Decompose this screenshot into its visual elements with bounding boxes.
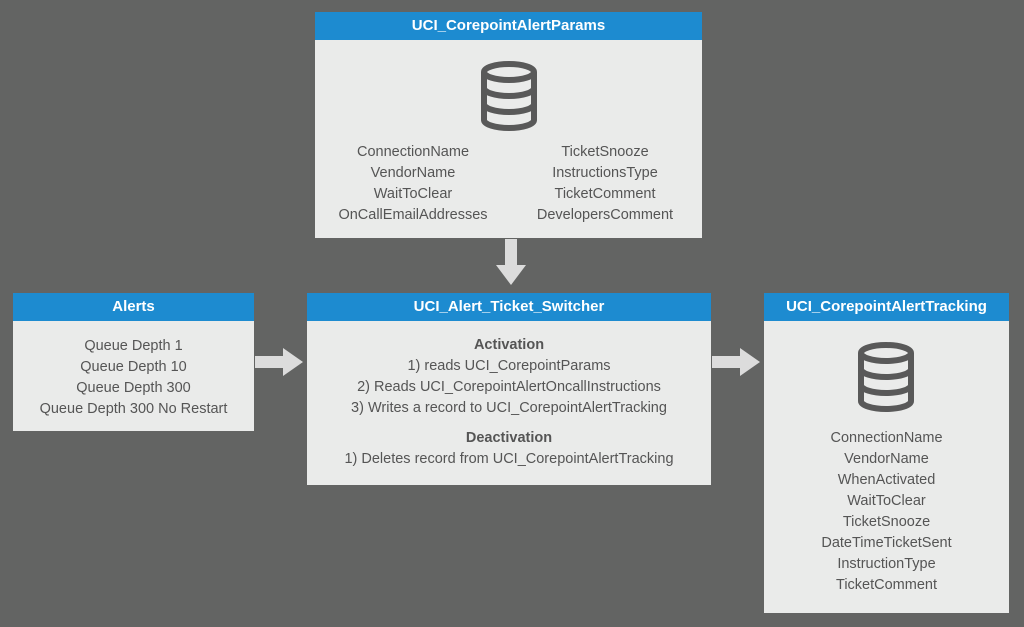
activation-step: 3) Writes a record to UCI_CorepointAlert… [351, 400, 667, 416]
activation-step: 2) Reads UCI_CorepointAlertOncallInstruc… [357, 379, 661, 395]
tracking-box-title: UCI_CorepointAlertTracking [764, 293, 1009, 321]
activation-heading: Activation [473, 337, 545, 353]
field-item: TicketSnooze [561, 144, 649, 160]
field-item: TicketSnooze [842, 514, 931, 530]
field-item: DevelopersComment [536, 207, 674, 223]
list-item: Queue Depth 1 [84, 338, 183, 354]
field-item: TicketComment [836, 577, 937, 593]
list-item: Queue Depth 300 [76, 380, 191, 396]
params-left-fields: ConnectionName VendorName WaitToClear On… [315, 142, 511, 226]
alerts-box-title: Alerts [13, 293, 254, 321]
field-item: ConnectionName [356, 144, 470, 160]
field-item: WhenActivated [837, 472, 936, 488]
params-box: UCI_CorepointAlertParams ConnectionName … [315, 12, 702, 238]
field-item: InstructionType [837, 556, 936, 572]
switcher-box: UCI_Alert_Ticket_Switcher Activation 1) … [307, 293, 711, 485]
field-item: VendorName [844, 451, 929, 467]
params-box-title: UCI_CorepointAlertParams [315, 12, 702, 40]
tracking-box: UCI_CorepointAlertTracking ConnectionNam… [764, 293, 1009, 613]
switcher-box-title: UCI_Alert_Ticket_Switcher [307, 293, 711, 321]
list-item: Queue Depth 300 No Restart [39, 401, 228, 417]
field-item: OnCallEmailAddresses [338, 207, 488, 223]
deactivation-heading: Deactivation [465, 430, 553, 446]
deactivation-step: 1) Deletes record from UCI_CorepointAler… [344, 451, 674, 467]
field-item: DateTimeTicketSent [821, 535, 952, 551]
database-icon [481, 61, 537, 131]
switcher-content: Activation 1) reads UCI_CorepointParams … [307, 321, 711, 470]
alerts-box: Alerts Queue Depth 1 Queue Depth 10 Queu… [13, 293, 254, 431]
field-item: TicketComment [554, 186, 656, 202]
params-right-fields: TicketSnooze InstructionsType TicketComm… [515, 142, 695, 226]
list-item: Queue Depth 10 [80, 359, 187, 375]
arrow-right-icon [712, 348, 760, 376]
field-item: WaitToClear [847, 493, 926, 509]
arrow-right-icon [255, 348, 303, 376]
field-item: ConnectionName [830, 430, 943, 446]
database-icon [858, 342, 914, 412]
arrow-down-icon [496, 239, 526, 285]
field-item: WaitToClear [373, 186, 453, 202]
tracking-fields: ConnectionName VendorName WhenActivated … [764, 428, 1009, 596]
field-item: InstructionsType [552, 165, 658, 181]
activation-step: 1) reads UCI_CorepointParams [407, 358, 611, 374]
field-item: VendorName [370, 165, 456, 181]
alerts-list: Queue Depth 1 Queue Depth 10 Queue Depth… [13, 321, 254, 420]
